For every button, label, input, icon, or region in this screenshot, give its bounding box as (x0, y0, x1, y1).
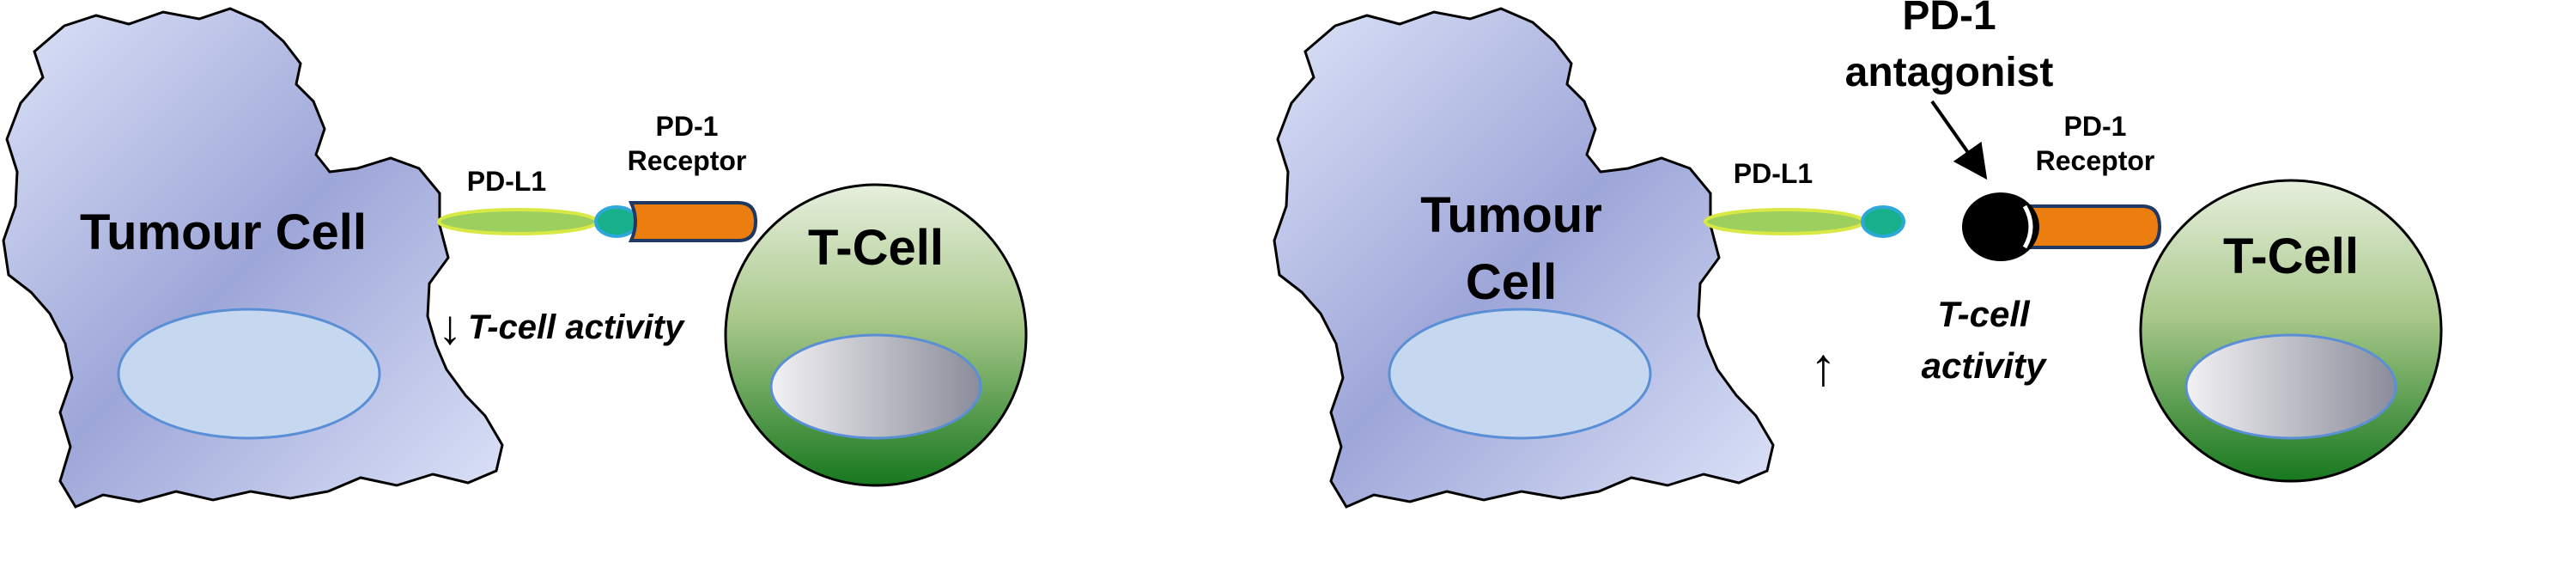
left-tumour-label: Tumour Cell (80, 204, 367, 260)
right-tcell-label: T-Cell (2223, 229, 2359, 284)
right-antagonist-notch (2022, 204, 2033, 249)
right-tumour-label-1: Tumour (1420, 187, 1602, 243)
right-antagonist-label-2: antagonist (1845, 50, 2054, 95)
right-pdl1-ligand (1704, 208, 1865, 235)
left-receptor-label-2: Receptor (628, 145, 747, 176)
left-activity-text: T-cell activity (468, 308, 685, 346)
right-receptor-label-2: Receptor (2036, 145, 2155, 176)
right-tcell-nucleus (2184, 333, 2397, 440)
left-pdl1-label: PD-L1 (467, 166, 546, 197)
left-pd1-receptor (628, 201, 758, 242)
right-activity-text-2: activity (1922, 345, 2048, 386)
left-pdl1-ligand (437, 208, 598, 235)
right-activity-text-1: T-cell (1937, 294, 2031, 334)
left-pdl1-tip (594, 205, 639, 238)
left-tcell-nucleus (769, 333, 982, 440)
left-tcell-label: T-Cell (808, 220, 944, 276)
right-activity-arrow: ↑ (1810, 338, 1837, 397)
left-receptor-label-1: PD-1 (656, 111, 719, 142)
right-pd1-receptor (2023, 204, 2162, 249)
right-pd1-antagonist (1962, 192, 2039, 261)
right-antagonist-label-1: PD-1 (1902, 0, 1996, 39)
right-pdl1-label: PD-L1 (1734, 158, 1813, 189)
right-tumour-label-2: Cell (1466, 254, 1557, 310)
right-antagonist-pointer (1930, 100, 1988, 180)
right-tumour-nucleus (1388, 308, 1652, 440)
left-tumour-nucleus (117, 308, 381, 440)
right-panel: Tumour Cell T-Cell PD-L1 PD-1 Receptor P… (1273, 0, 2443, 509)
left-activity-arrow: ↓ (438, 300, 462, 354)
right-receptor-label-1: PD-1 (2064, 111, 2127, 142)
right-pdl1-tip (1861, 205, 1905, 238)
left-panel: Tumour Cell T-Cell PD-L1 PD-1 Receptor ↓… (2, 7, 1028, 509)
